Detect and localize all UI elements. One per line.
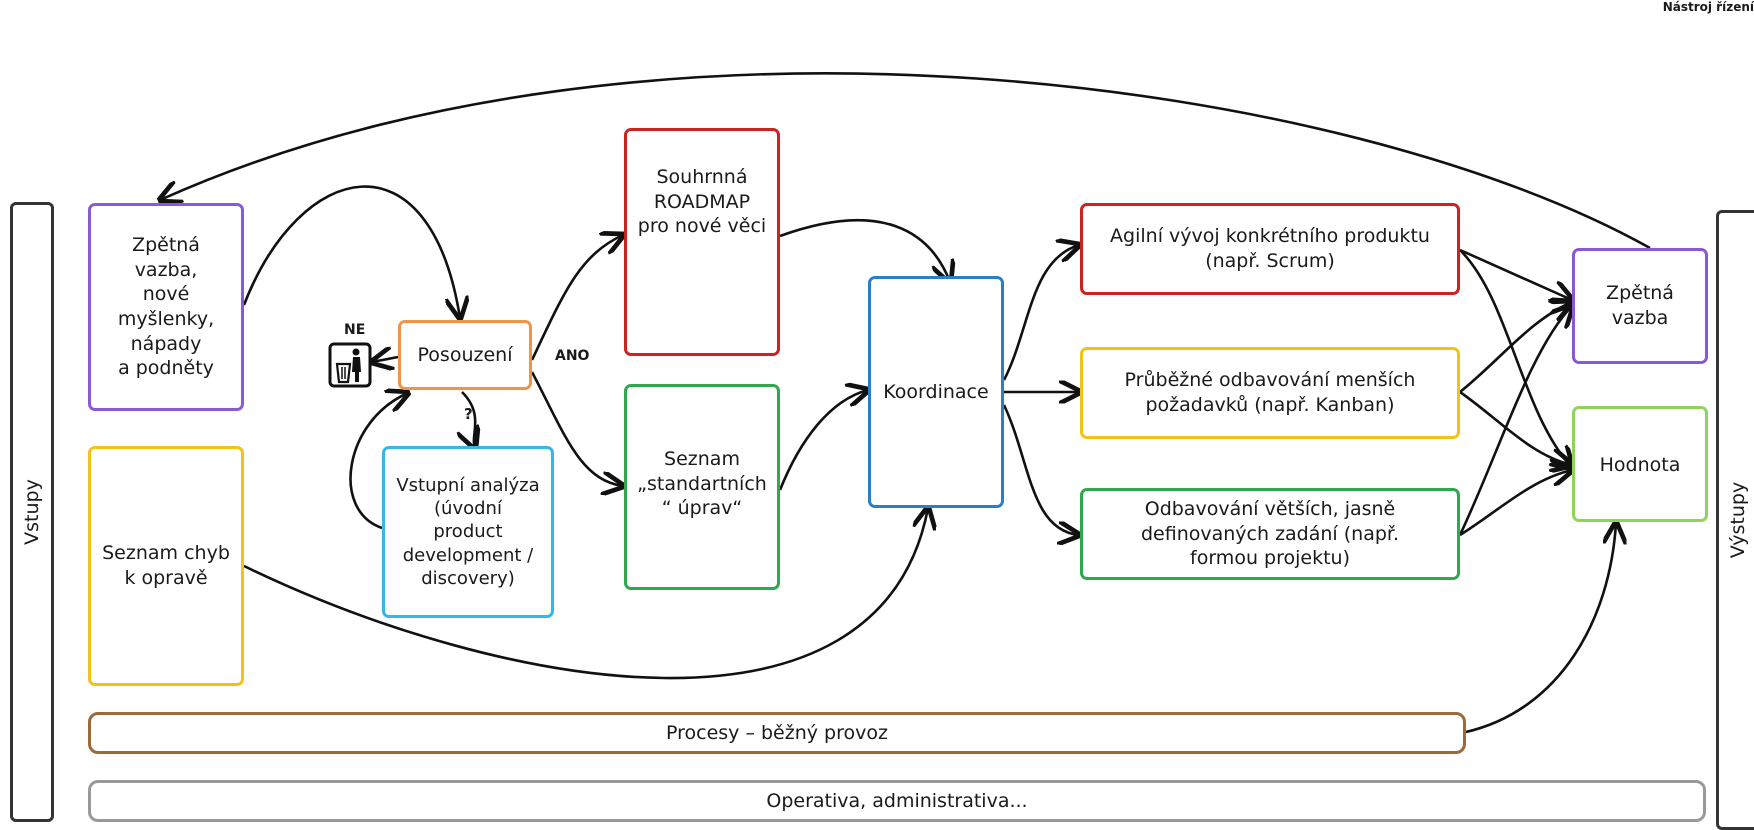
roadmap-box: Souhrnná ROADMAP pro nové věci bbox=[624, 128, 780, 356]
arrow-projects-to-value bbox=[1459, 470, 1572, 537]
arrow-standard-to-coordination bbox=[778, 390, 868, 491]
initial-analysis-box: Vstupní analýza (úvodní product developm… bbox=[382, 446, 554, 618]
arrow-kanban-to-feedback bbox=[1459, 302, 1572, 394]
processes-bar: Procesy – běžný provoz bbox=[88, 712, 1466, 754]
header-text: Nástroj řízení bbox=[1662, 0, 1754, 14]
arrow-coordination-to-projects bbox=[1002, 404, 1079, 535]
standard-changes-box: Seznam „standartních “ úprav“ bbox=[624, 384, 780, 590]
yes-label: ANO bbox=[555, 348, 590, 364]
question-label: ? bbox=[464, 405, 473, 423]
projects-box: Odbavování větších, jasně definovaných z… bbox=[1080, 488, 1460, 580]
arrow-assessment-to-standard bbox=[530, 371, 623, 486]
arrow-processes-to-value bbox=[1465, 523, 1616, 734]
arrow-feedback-loop bbox=[160, 72, 1651, 250]
arrow-analysis-to-assessment bbox=[349, 393, 408, 530]
no-label: NE bbox=[344, 322, 366, 338]
arrow-projects-to-feedback bbox=[1458, 306, 1572, 536]
operations-bar: Operativa, administrativa... bbox=[88, 780, 1706, 822]
arrow-agile-to-value bbox=[1459, 249, 1572, 468]
arrow-assessment-to-analysis bbox=[462, 391, 475, 448]
kanban-box: Průběžné odbavování menších požadavků (n… bbox=[1080, 347, 1460, 439]
arrow-coordination-to-agile bbox=[1002, 245, 1079, 381]
arrow-assessment-to-trash bbox=[372, 357, 399, 362]
feedback-ideas-box: Zpětná vazba, nové myšlenky, nápady a po… bbox=[88, 203, 244, 411]
bug-list-box: Seznam chyb k opravě bbox=[88, 446, 244, 686]
arrow-ideas-to-assessment bbox=[242, 185, 460, 318]
outputs-bar: Výstupy bbox=[1716, 210, 1754, 830]
arrow-agile-to-feedback bbox=[1459, 248, 1572, 300]
arrow-kanban-to-value bbox=[1459, 390, 1572, 465]
arrow-assessment-to-roadmap bbox=[530, 235, 623, 361]
coordination-box: Koordinace bbox=[868, 276, 1004, 508]
assessment-box: Posouzení bbox=[398, 320, 532, 390]
agile-box: Agilní vývoj konkrétního produktu (např.… bbox=[1080, 203, 1460, 295]
inputs-bar: Vstupy bbox=[10, 202, 54, 822]
feedback-out-box: Zpětná vazba bbox=[1572, 248, 1708, 364]
inputs-label: Vstupy bbox=[21, 479, 43, 545]
arrow-roadmap-to-coordination bbox=[779, 219, 950, 282]
trash-person-icon bbox=[328, 342, 372, 388]
arrow-bugs-to-coordination bbox=[243, 508, 928, 680]
outputs-label: Výstupy bbox=[1727, 481, 1749, 559]
value-box: Hodnota bbox=[1572, 406, 1708, 522]
